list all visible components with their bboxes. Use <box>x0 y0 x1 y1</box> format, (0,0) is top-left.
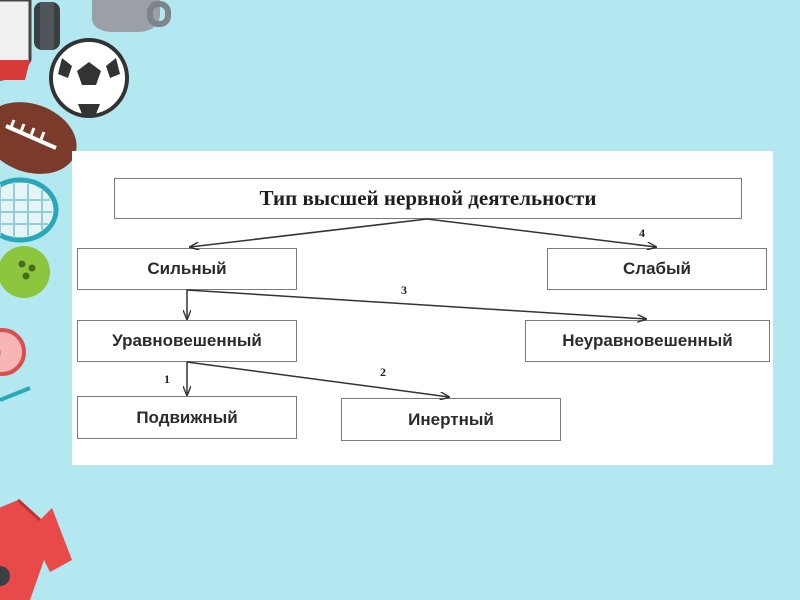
arrow-strong-unbalanced <box>187 290 646 319</box>
label-1: 1 <box>164 372 170 387</box>
arrow-balanced-inert <box>187 362 449 397</box>
arrow-root-weak <box>427 219 656 247</box>
label-4: 4 <box>639 226 645 241</box>
label-3: 3 <box>401 283 407 298</box>
label-2: 2 <box>380 365 386 380</box>
arrow-root-strong <box>190 219 427 247</box>
